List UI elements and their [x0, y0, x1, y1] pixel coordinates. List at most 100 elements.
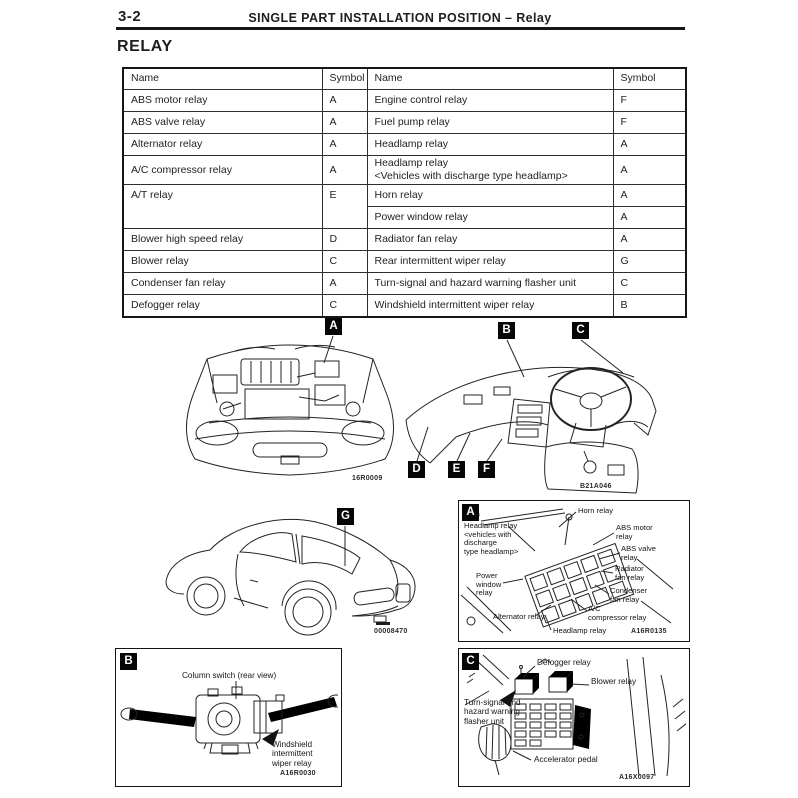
table-row: ABS motor relay A Engine control relay F: [122, 89, 687, 112]
header-rule: [116, 27, 685, 30]
col-header-symbol-right: Symbol: [612, 67, 687, 90]
page-number: 3-2: [118, 8, 142, 25]
figure-code: B21A046: [580, 483, 612, 490]
callout-radiator-fan-relay: Radiator fan relay: [615, 564, 645, 582]
cell-symbol: E: [321, 184, 368, 230]
cell-symbol: C: [321, 294, 368, 318]
figure-code: A16R0135: [631, 628, 667, 635]
cell-name: Alternator relay: [122, 133, 323, 156]
callout-condenser-fan-relay: Condenser fan relay: [610, 586, 648, 604]
arrow-icon: [500, 690, 516, 707]
detail-box-a: A Horn relay Headlamp relay <vehicles wi…: [458, 500, 690, 642]
col-header-name-left: Name: [122, 67, 323, 90]
cell-symbol: A: [612, 206, 687, 230]
position-label-c: C: [572, 322, 589, 339]
callout-ac-compressor-relay: A/C compressor relay: [588, 604, 647, 622]
cell-symbol: A: [321, 272, 368, 296]
cell-name: ABS motor relay: [122, 89, 323, 112]
table-row: ABS valve relay A Fuel pump relay F: [122, 111, 687, 134]
section-heading: RELAY: [117, 38, 173, 55]
detail-label-a: A: [462, 504, 479, 521]
cell-symbol: A: [321, 89, 368, 112]
cell-name: Headlamp relay <Vehicles with discharge …: [366, 154, 614, 186]
callout-defogger-relay: Defogger relay: [537, 658, 591, 667]
position-label-a: A: [325, 318, 342, 335]
figure-code: 00008470: [374, 628, 408, 635]
cell-name: Windshield intermittent wiper relay: [366, 294, 614, 318]
position-label-e: E: [448, 461, 465, 478]
cell-symbol: A: [612, 154, 687, 186]
figure-dashboard: B C D E F B21A046: [398, 315, 663, 500]
cell-name: Rear intermittent wiper relay: [366, 250, 614, 274]
cell-name: Blower high speed relay: [122, 228, 323, 252]
table-row: Alternator relay A Headlamp relay A: [122, 133, 687, 156]
col-header-name-right: Name: [366, 67, 614, 90]
relay-box-drawing: [460, 508, 674, 634]
cell-name: Power window relay: [366, 206, 614, 230]
cell-symbol: D: [321, 228, 368, 252]
cell-symbol: C: [612, 272, 687, 296]
cell-name: Headlamp relay: [366, 133, 614, 156]
callout-power-window-relay: Power window relay: [476, 571, 502, 598]
figure-code: A16R0030: [280, 770, 316, 777]
callout-alternator-relay: Alternator relay: [493, 612, 545, 621]
cell-symbol: F: [612, 89, 687, 112]
table-row: A/C compressor relay A Headlamp relay <V…: [122, 154, 687, 186]
cell-name: Radiator fan relay: [366, 228, 614, 252]
detail-box-b: B Column switch (rear view) Windshield i…: [115, 648, 342, 787]
callout-blower-relay: Blower relay: [591, 677, 637, 686]
table-header-row: Name Symbol Name Symbol: [122, 67, 687, 90]
cell-symbol: G: [612, 250, 687, 274]
callout-accelerator-pedal: Accelerator pedal: [534, 755, 598, 764]
cell-name: ABS valve relay: [122, 111, 323, 134]
callout-windshield-wiper-relay: Windshield intermittent wiper relay: [272, 740, 313, 768]
position-label-d: D: [408, 461, 425, 478]
dashboard-drawing: [405, 339, 657, 494]
table-row: A/T relay E Horn relay A: [122, 184, 687, 230]
code-mark: [376, 622, 390, 625]
position-label-g: G: [337, 508, 354, 525]
cell-name: Horn relay: [366, 184, 614, 208]
cell-name-line1: Headlamp relay: [374, 157, 449, 169]
cell-symbol: A: [321, 111, 368, 134]
table-row: Blower relay C Rear intermittent wiper r…: [122, 250, 687, 274]
cell-symbol: B: [612, 294, 687, 318]
cell-name: A/T relay: [122, 184, 323, 230]
cell-name-line2: <Vehicles with discharge type headlamp>: [374, 170, 568, 183]
engine-bay-drawing: [185, 335, 395, 476]
cell-name: Turn-signal and hazard warning flasher u…: [366, 272, 614, 296]
detail-label-c: C: [462, 653, 479, 670]
cell-name: Blower relay: [122, 250, 323, 274]
figure-car-rear: G 00008470: [150, 502, 435, 642]
figure-code: A16X0097: [619, 774, 655, 781]
callout-column-switch: Column switch (rear view): [182, 671, 277, 680]
junction-block-drawing: [464, 654, 686, 777]
cell-symbol: A: [321, 133, 368, 156]
figure-engine-bay: A 16R0009: [175, 315, 405, 485]
figure-code: 16R0009: [352, 475, 383, 482]
cell-name: Defogger relay: [122, 294, 323, 318]
table-row: Condenser fan relay A Turn-signal and ha…: [122, 272, 687, 296]
table-row: Defogger relay C Windshield intermittent…: [122, 294, 687, 318]
arrow-icon: [262, 729, 279, 746]
cell-symbol: A: [612, 184, 687, 208]
callout-abs-motor-relay: ABS motor relay: [616, 523, 653, 541]
car-rear-drawing: [165, 519, 416, 636]
cell-name: Condenser fan relay: [122, 272, 323, 296]
detail-box-c: C Defogger relay Blower relay Turn-signa…: [458, 648, 690, 787]
cell-name: A/C compressor relay: [122, 154, 323, 186]
callout-flasher-unit: Turn-signal and hazard warning flasher u…: [464, 698, 521, 726]
callout-horn-relay: Horn relay: [578, 506, 614, 515]
position-label-b: B: [498, 322, 515, 339]
cell-symbol: A: [321, 154, 368, 186]
cell-symbol: A: [612, 228, 687, 252]
cell-symbol: F: [612, 111, 687, 134]
detail-label-b: B: [120, 653, 137, 670]
cell-symbol: A: [612, 133, 687, 156]
col-header-symbol-left: Symbol: [321, 67, 368, 90]
table-row: Blower high speed relay D Radiator fan r…: [122, 228, 687, 252]
cell-name: Fuel pump relay: [366, 111, 614, 134]
page-header-title: SINGLE PART INSTALLATION POSITION – Rela…: [248, 11, 552, 25]
cell-name: Engine control relay: [366, 89, 614, 112]
